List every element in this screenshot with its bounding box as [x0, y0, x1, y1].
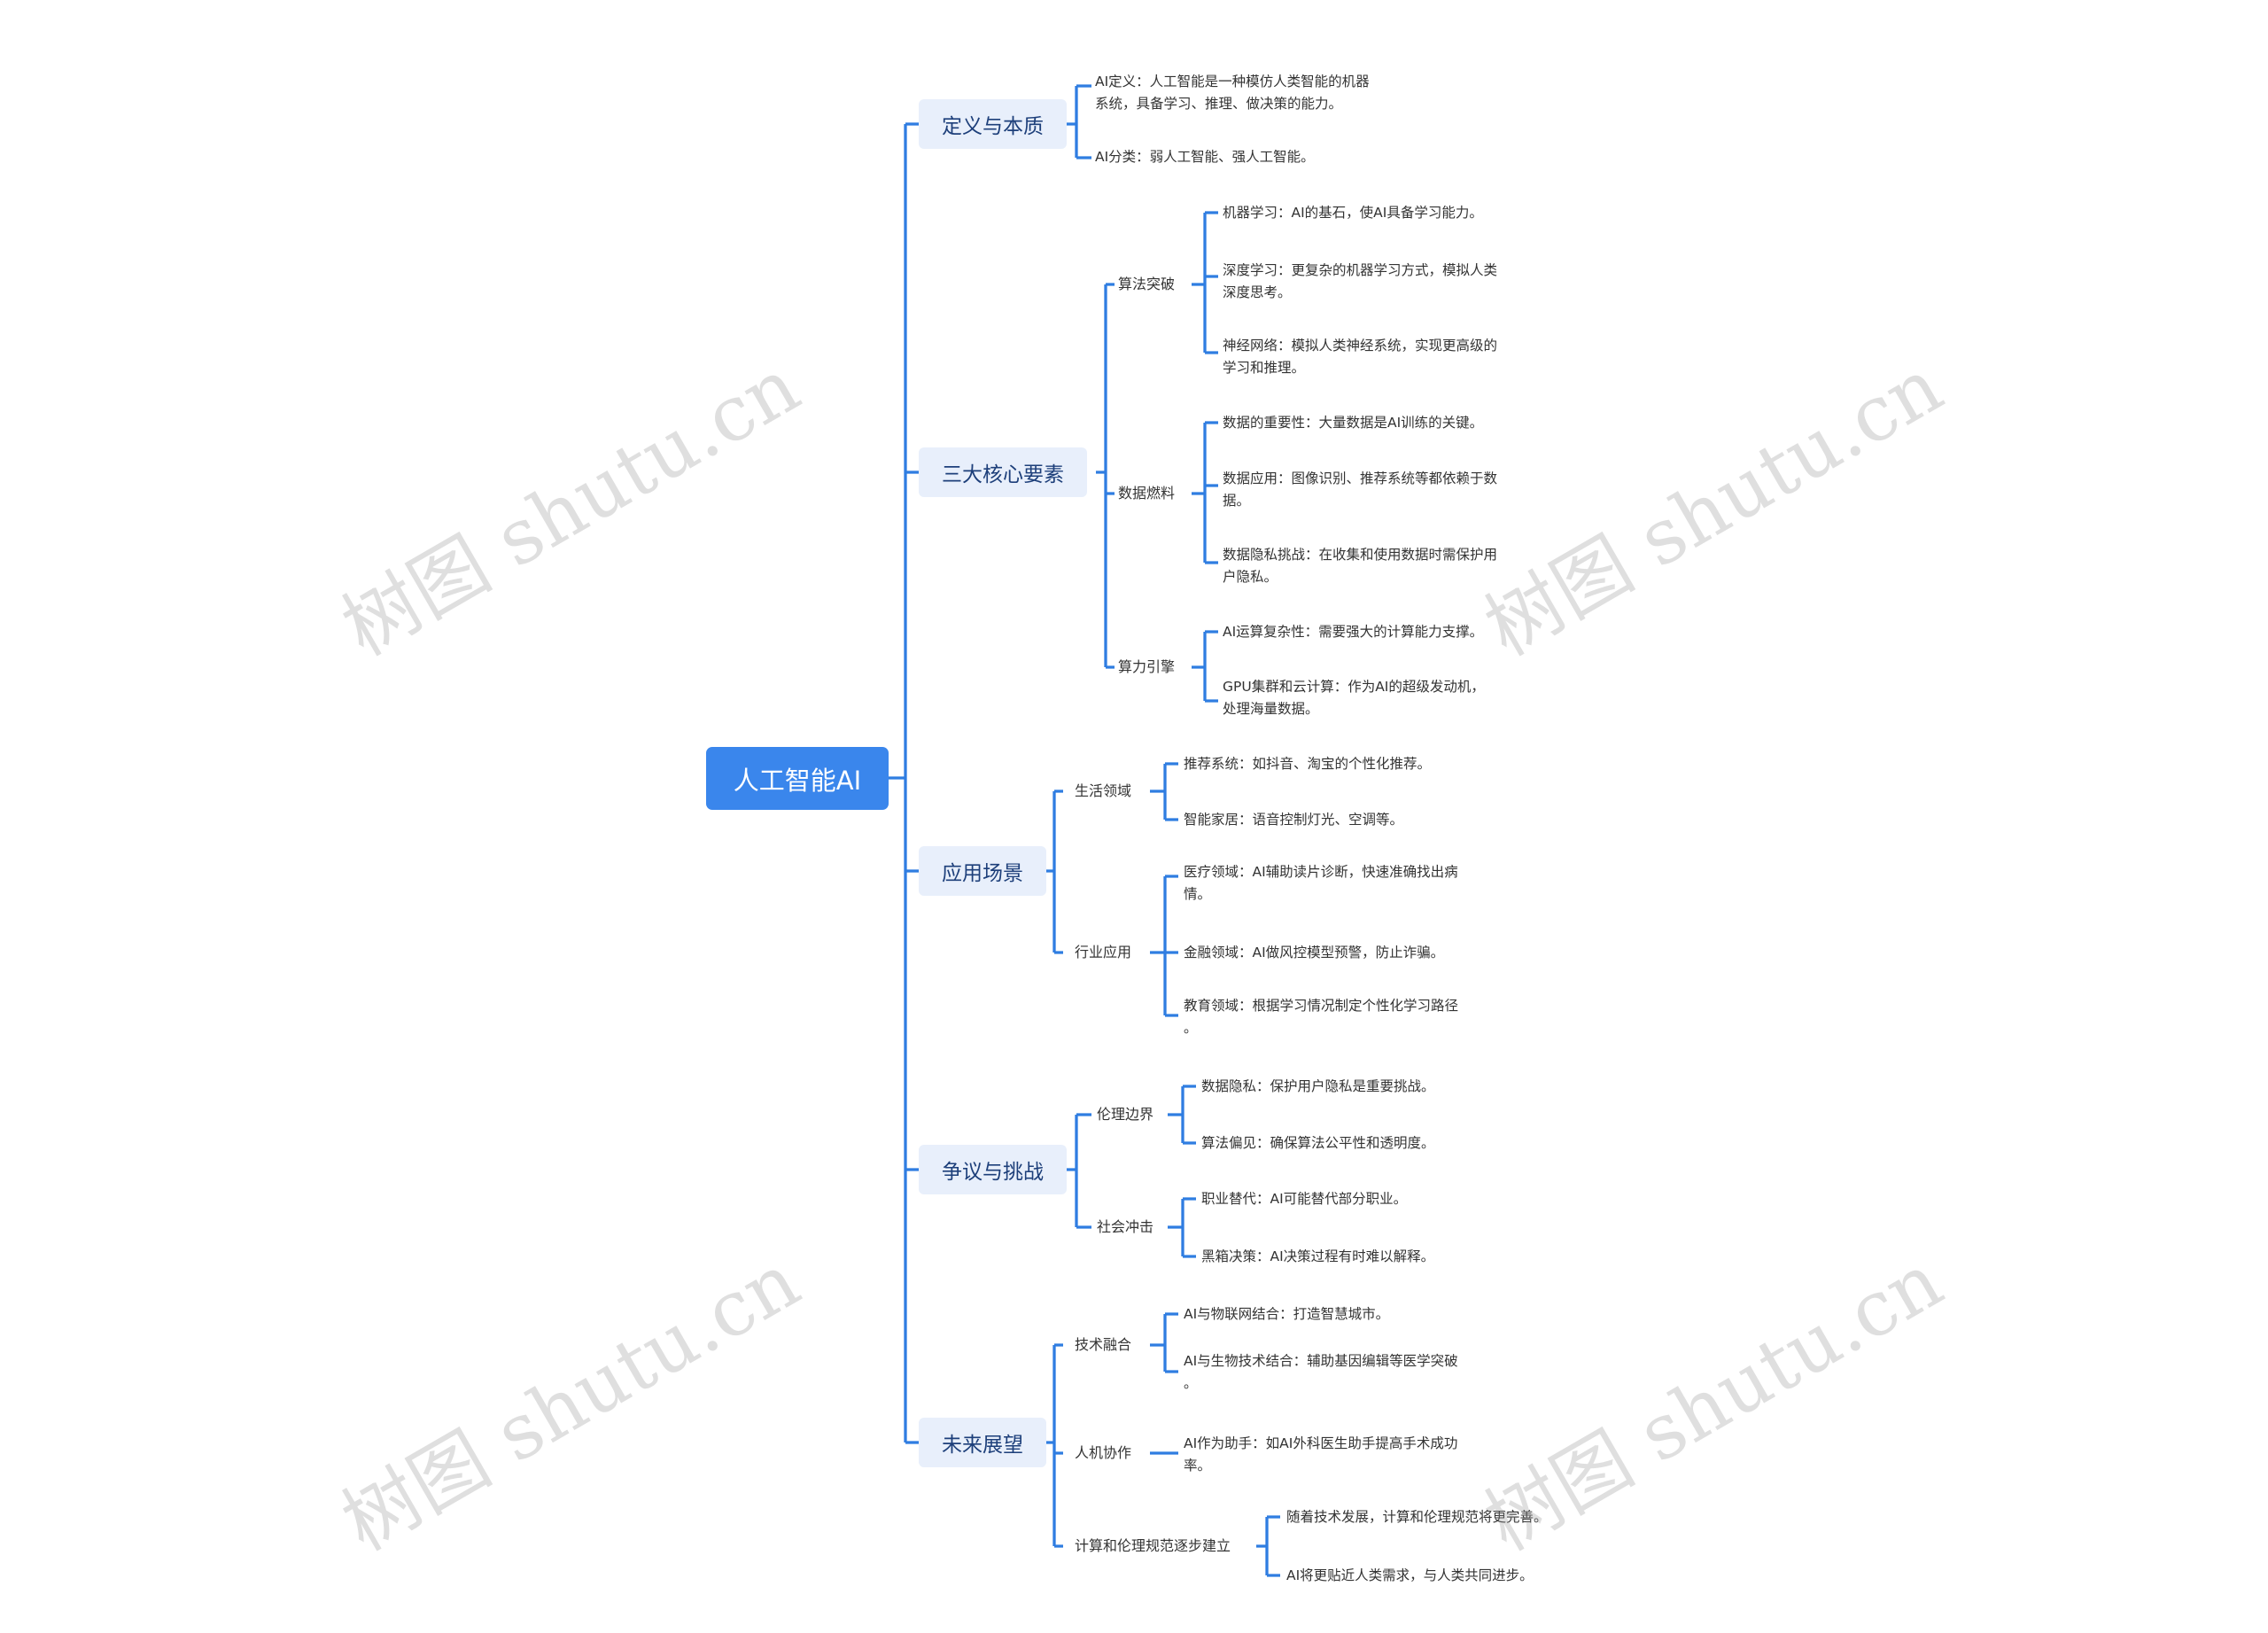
- branch-definition[interactable]: 定义与本质: [919, 99, 1067, 149]
- leaf-node[interactable]: 神经网络：模拟人类神经系统，实现更高级的 学习和推理。: [1223, 338, 1498, 376]
- leaf-node[interactable]: 金融领域：AI做风控模型预警，防止诈骗。: [1184, 945, 1445, 960]
- leaf-node[interactable]: 机器学习：AI的基石，使AI具备学习能力。: [1223, 205, 1483, 221]
- subbranch-human-ai-collab[interactable]: 人机协作: [1075, 1444, 1132, 1461]
- leaf-node[interactable]: AI与生物技术结合：辅助基因编辑等医学突破 。: [1184, 1353, 1458, 1391]
- subbranch-data[interactable]: 数据燃料: [1118, 485, 1176, 502]
- leaf-node[interactable]: AI将更贴近人类需求，与人类共同进步。: [1286, 1567, 1534, 1583]
- leaf-node[interactable]: 数据应用：图像识别、推荐系统等都依赖于数 据。: [1223, 470, 1498, 509]
- leaf-node[interactable]: 数据隐私：保护用户隐私是重要挑战。: [1201, 1078, 1435, 1094]
- leaf-node[interactable]: 数据隐私挑战：在收集和使用数据时需保护用 户隐私。: [1223, 547, 1498, 585]
- leaf-node[interactable]: AI定义：人工智能是一种模仿人类智能的机器 系统，具备学习、推理、做决策的能力。: [1095, 74, 1370, 112]
- leaf-node[interactable]: AI分类：弱人工智能、强人工智能。: [1095, 149, 1315, 165]
- branch-core-elements[interactable]: 三大核心要素: [919, 447, 1087, 497]
- leaf-node[interactable]: 深度学习：更复杂的机器学习方式，模拟人类 深度思考。: [1223, 262, 1498, 300]
- branch-future[interactable]: 未来展望: [919, 1418, 1046, 1467]
- leaf-node[interactable]: 黑箱决策：AI决策过程有时难以解释。: [1201, 1248, 1435, 1264]
- root-node[interactable]: 人工智能AI: [706, 747, 889, 810]
- subbranch-social-impact[interactable]: 社会冲击: [1097, 1218, 1154, 1235]
- subbranch-daily-life[interactable]: 生活领域: [1075, 782, 1132, 799]
- subbranch-algorithms[interactable]: 算法突破: [1118, 276, 1176, 292]
- branch-controversies[interactable]: 争议与挑战: [919, 1145, 1067, 1194]
- leaf-node[interactable]: AI作为助手：如AI外科医生助手提高手术成功 率。: [1184, 1435, 1458, 1474]
- leaf-node[interactable]: AI运算复杂性：需要强大的计算能力支撑。: [1223, 624, 1484, 640]
- leaf-node[interactable]: 推荐系统：如抖音、淘宝的个性化推荐。: [1184, 756, 1432, 772]
- leaf-node[interactable]: 随着技术发展，计算和伦理规范将更完善。: [1286, 1509, 1548, 1525]
- leaf-node[interactable]: 数据的重要性：大量数据是AI训练的关键。: [1223, 415, 1484, 431]
- leaf-node[interactable]: GPU集群和云计算：作为AI的超级发动机， 处理海量数据。: [1223, 679, 1485, 717]
- subbranch-ethics[interactable]: 伦理边界: [1097, 1106, 1154, 1123]
- subbranch-industry[interactable]: 行业应用: [1075, 944, 1132, 960]
- leaf-node[interactable]: 教育领域：根据学习情况制定个性化学习路径 。: [1184, 998, 1459, 1036]
- subbranch-ethics-norms[interactable]: 计算和伦理规范逐步建立: [1075, 1537, 1231, 1554]
- leaf-node[interactable]: 智能家居：语音控制灯光、空调等。: [1184, 812, 1404, 828]
- leaf-node[interactable]: 医疗领域：AI辅助读片诊断，快速准确找出病 情。: [1184, 864, 1458, 902]
- leaf-node[interactable]: 职业替代：AI可能替代部分职业。: [1201, 1191, 1408, 1207]
- branch-applications[interactable]: 应用场景: [919, 846, 1046, 896]
- leaf-node[interactable]: AI与物联网结合：打造智慧城市。: [1184, 1306, 1390, 1322]
- subbranch-compute[interactable]: 算力引擎: [1118, 658, 1176, 675]
- subbranch-tech-fusion[interactable]: 技术融合: [1075, 1336, 1132, 1353]
- leaf-node[interactable]: 算法偏见：确保算法公平性和透明度。: [1201, 1135, 1435, 1151]
